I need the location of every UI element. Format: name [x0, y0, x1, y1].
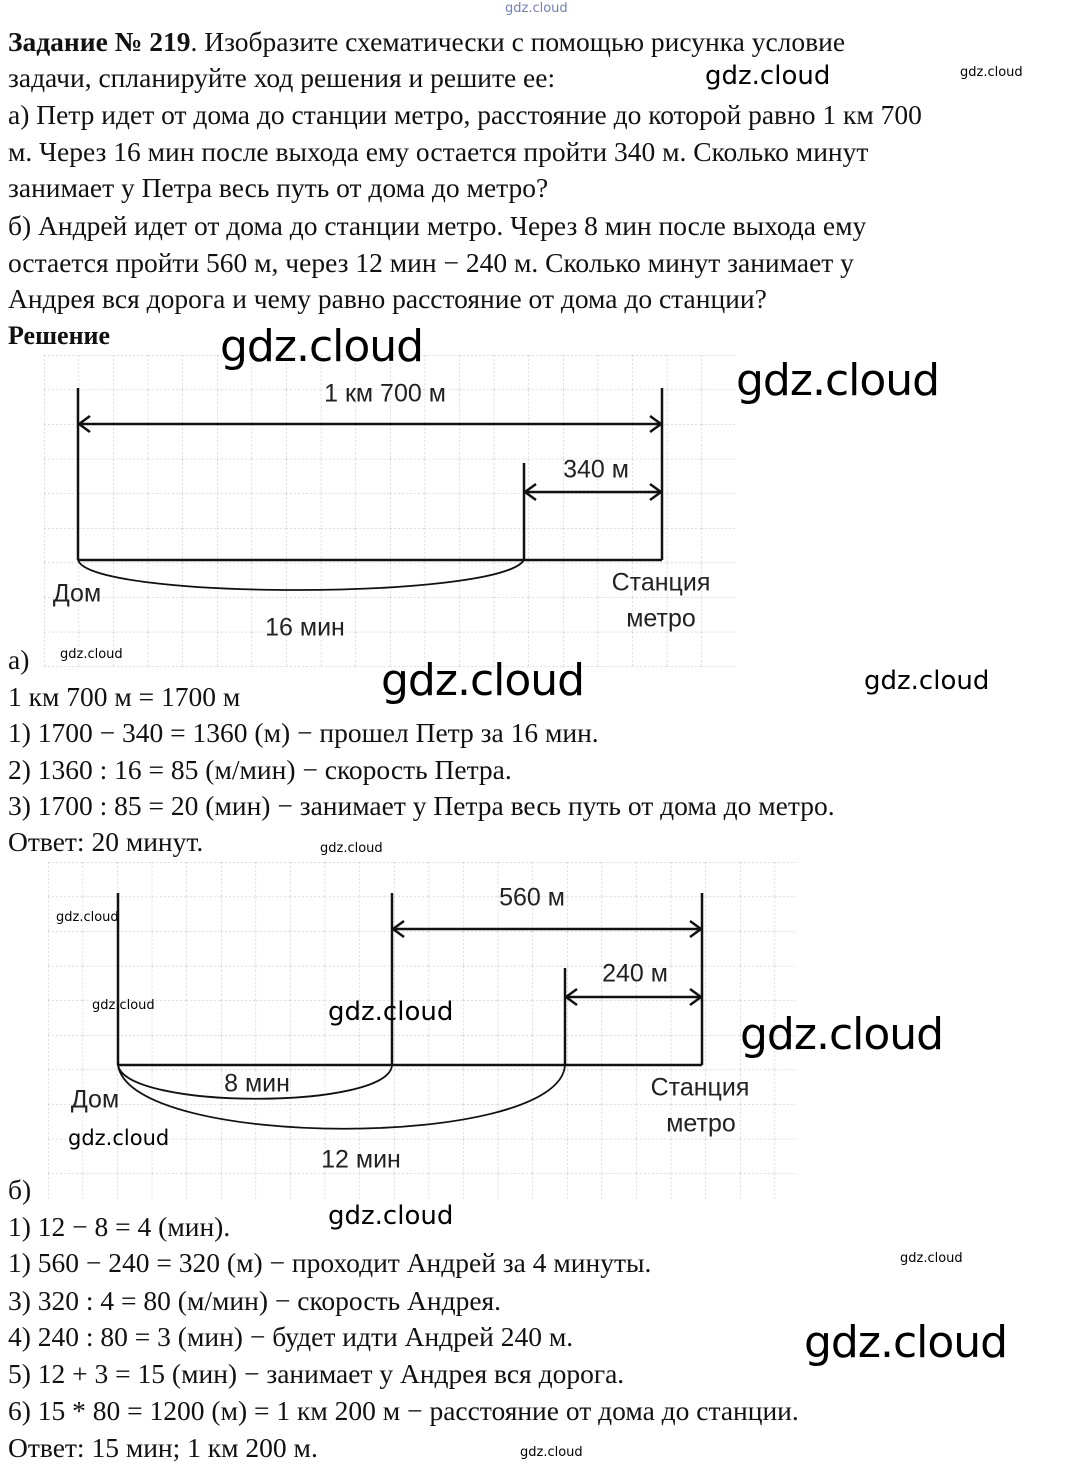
label-station: Станция — [650, 1073, 750, 1102]
label-home: Дом — [70, 1085, 120, 1114]
part-b-label: б) — [8, 1174, 32, 1205]
watermark: gdz.cloud — [736, 355, 940, 406]
watermark: gdz.cloud — [864, 666, 990, 696]
task-line: остается пройти 560 м, через 12 мин − 24… — [8, 247, 854, 278]
label-metro: метро — [626, 604, 696, 633]
solution-line: 1 км 700 м = 1700 м — [8, 681, 241, 712]
label-12-min: 12 мин — [321, 1145, 401, 1174]
solution-line: 3) 320 : 4 = 80 (м/мин) − скорость Андре… — [8, 1285, 502, 1316]
task-line: а) Петр идет от дома до станции метро, р… — [8, 99, 922, 130]
task-line: задачи, спланируйте ход решения и решите… — [8, 62, 556, 93]
task-line: б) Андрей идет от дома до станции метро.… — [8, 210, 867, 241]
watermark: gdz.cloud — [220, 321, 424, 372]
label-station: Станция — [611, 568, 711, 597]
answer-b: Ответ: 15 мин; 1 км 200 м. — [8, 1432, 318, 1463]
watermark: gdz.cloud — [68, 1126, 170, 1150]
diagram-b-lines — [116, 893, 704, 1130]
watermark: gdz.cloud — [56, 910, 119, 925]
answer-a: Ответ: 20 минут. — [8, 826, 204, 857]
watermark: gdz.cloud — [520, 1445, 583, 1460]
watermark: gdz.cloud — [381, 655, 585, 706]
solution-line: 4) 240 : 80 = 3 (мин) − будет идти Андре… — [8, 1321, 574, 1352]
watermark: gdz.cloud — [900, 1251, 963, 1266]
solution-line: 6) 15 * 80 = 1200 (м) = 1 км 200 м − рас… — [8, 1395, 799, 1426]
watermark: gdz.cloud — [505, 1, 568, 16]
watermark: gdz.cloud — [60, 647, 123, 662]
grid-b — [48, 862, 796, 1200]
task-line: Андрея вся дорога и чему равно расстояни… — [8, 283, 767, 314]
solution-line: 5) 12 + 3 = 15 (мин) − занимает у Андрея… — [8, 1358, 625, 1389]
solution-line: 1) 560 − 240 = 320 (м) − проходит Андрей… — [8, 1247, 652, 1278]
label-total-distance: 1 км 700 м — [324, 379, 446, 408]
solution-heading: Решение — [8, 321, 111, 350]
watermark: gdz.cloud — [328, 1201, 454, 1231]
label-560: 560 м — [499, 883, 565, 912]
solution-line: 1) 1700 − 340 = 1360 (м) − прошел Петр з… — [8, 717, 599, 748]
task-title: Задание № 219. Изобразите схематически с… — [8, 24, 845, 60]
watermark: gdz.cloud — [960, 65, 1023, 80]
watermark: gdz.cloud — [328, 997, 454, 1027]
task-line: м. Через 16 мин после выхода ему остаетс… — [8, 136, 869, 167]
label-8-min: 8 мин — [224, 1069, 290, 1098]
watermark: gdz.cloud — [804, 1317, 1008, 1368]
label-metro: метро — [666, 1109, 736, 1138]
task-line: занимает у Петра весь путь от дома до ме… — [8, 172, 549, 203]
watermark: gdz.cloud — [740, 1009, 944, 1060]
label-home: Дом — [52, 579, 102, 608]
label-240: 240 м — [602, 959, 668, 988]
watermark: gdz.cloud — [705, 61, 831, 91]
grid-a — [44, 355, 736, 667]
solution-line: 2) 1360 : 16 = 85 (м/мин) − скорость Пет… — [8, 754, 512, 785]
label-remaining: 340 м — [563, 455, 629, 484]
task-title-text: . Изобразите схематически с помощью рису… — [190, 26, 846, 57]
task-number: Задание № 219 — [8, 26, 191, 57]
diagram-a-lines — [76, 388, 664, 591]
part-a-label: а) — [8, 644, 30, 675]
solution-line: 1) 12 − 8 = 4 (мин). — [8, 1211, 231, 1242]
label-time: 16 мин — [265, 613, 345, 642]
solution-line: 3) 1700 : 85 = 20 (мин) − занимает у Пет… — [8, 790, 835, 821]
watermark: gdz.cloud — [320, 841, 383, 856]
watermark: gdz.cloud — [92, 998, 155, 1013]
